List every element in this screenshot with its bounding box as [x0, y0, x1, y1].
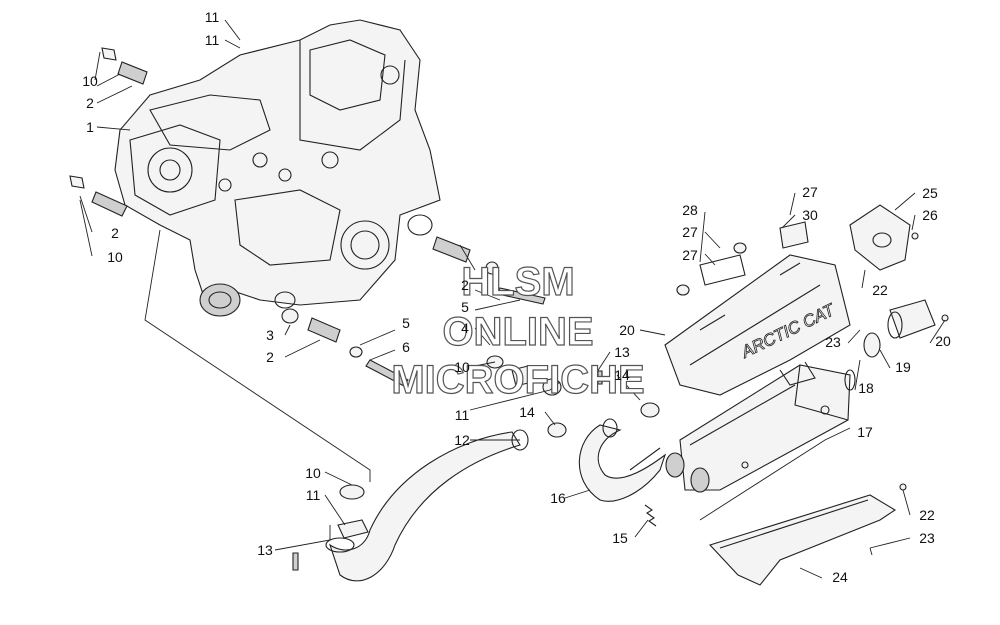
gaskets-center: [486, 355, 660, 438]
callout: 10: [454, 359, 470, 375]
stud-lower-center: [281, 308, 409, 387]
stud-right: [432, 236, 471, 263]
muffler: [665, 361, 856, 493]
callout: 20: [935, 333, 951, 349]
callout: 13: [614, 344, 630, 360]
callout: 28: [682, 202, 698, 218]
callout: 22: [872, 282, 888, 298]
callout: 6: [402, 339, 410, 355]
callout: 17: [857, 424, 873, 440]
callout: 11: [306, 487, 321, 503]
clamp-bracket: [676, 221, 809, 296]
leader-lines: [79, 19, 946, 579]
callout: 11: [455, 407, 470, 423]
callout: 3: [266, 327, 274, 343]
watermark-line-1: HLSM: [461, 260, 574, 304]
end-cap: [849, 204, 919, 271]
callout: 2: [111, 225, 119, 241]
callout: 27: [682, 247, 698, 263]
callout: 27: [682, 224, 698, 240]
callout: 4: [461, 320, 469, 336]
screw-13: [292, 370, 603, 571]
callout: 1: [86, 119, 94, 135]
callout: 13: [257, 542, 273, 558]
callout: 22: [919, 507, 935, 523]
callout: 26: [922, 207, 938, 223]
callout-labels: 11 11 10 2 1 2 10 2 5 4 3 2 5 6 10 11 12…: [82, 9, 951, 585]
callout: 5: [461, 299, 469, 315]
callout: 16: [550, 490, 566, 506]
callout: 11: [205, 9, 220, 25]
callout: 14: [519, 404, 535, 420]
callout: 30: [802, 207, 818, 223]
callout: 10: [82, 73, 98, 89]
callout: 10: [305, 465, 321, 481]
callout: 20: [619, 322, 635, 338]
callout: 15: [612, 530, 628, 546]
stud-nut-upper: [101, 47, 148, 85]
watermark-line-2: ONLINE: [442, 310, 593, 354]
lower-heat-shield: [709, 483, 907, 586]
callout: 23: [825, 334, 841, 350]
callout: 12: [454, 432, 470, 448]
spring: [644, 504, 657, 527]
callout: 2: [266, 349, 274, 365]
tailpipe: [863, 299, 949, 358]
callout: 14: [614, 367, 630, 383]
callout: 18: [858, 380, 874, 396]
callout: 2: [461, 277, 469, 293]
callout: 23: [919, 530, 935, 546]
callout: 10: [107, 249, 123, 265]
callout: 11: [205, 32, 220, 48]
callout: 25: [922, 185, 938, 201]
engine-assembly: [114, 19, 441, 317]
callout: 5: [402, 315, 410, 331]
callout: 2: [86, 95, 94, 111]
watermark-line-3: MICROFICHE: [391, 358, 644, 402]
head-pipe: [325, 429, 529, 582]
stud-nut-lower: [69, 175, 128, 217]
callout: 27: [802, 184, 818, 200]
y-pipe: [578, 418, 667, 502]
watermark: HLSM ONLINE MICROFICHE: [391, 259, 646, 402]
callout: 24: [832, 569, 848, 585]
bolt-upper-center: [485, 261, 546, 305]
callout: 19: [895, 359, 911, 375]
